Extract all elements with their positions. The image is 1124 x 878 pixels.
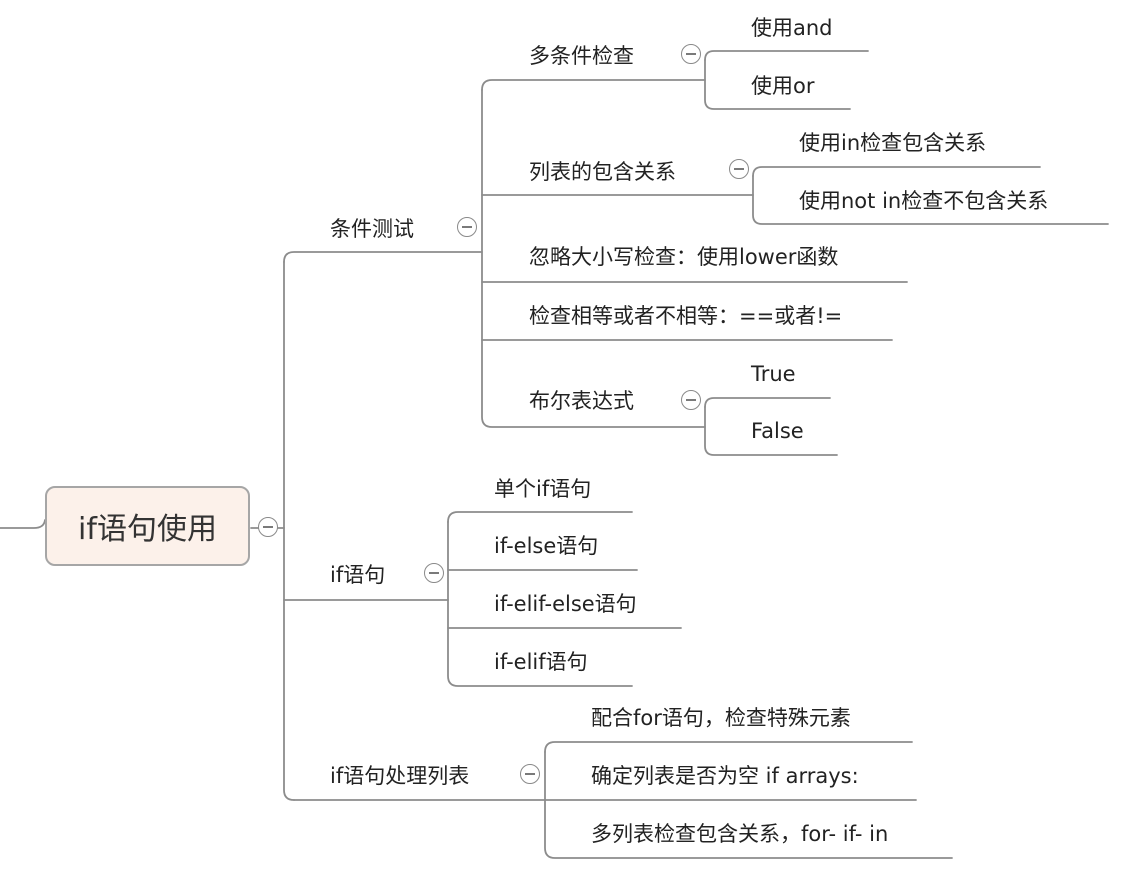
root-topic[interactable]: if语句使用 [45,486,250,566]
topic-if-elif[interactable]: if-elif语句 [494,650,588,674]
topic-use-or[interactable]: 使用or [751,74,815,98]
collapse-if-stmt-icon[interactable] [424,563,444,583]
topic-ignore-case[interactable]: 忽略大小写检查：使用lower函数 [529,245,839,269]
topic-boolean[interactable]: 布尔表达式 [529,389,634,413]
topic-list-contain[interactable]: 列表的包含关系 [529,160,676,184]
topic-single-if[interactable]: 单个if语句 [494,477,592,501]
collapse-list-contain-icon[interactable] [729,159,749,179]
topic-true[interactable]: True [751,362,796,386]
topic-if-else[interactable]: if-else语句 [494,534,599,558]
topic-multi-condition[interactable]: 多条件检查 [529,44,634,68]
collapse-conditions-icon[interactable] [457,217,477,237]
root-topic-label: if语句使用 [78,512,217,547]
collapse-if-list-icon[interactable] [520,764,540,784]
collapse-multi-condition-icon[interactable] [681,44,701,64]
topic-multi-list[interactable]: 多列表检查包含关系，for- if- in [591,822,889,846]
topic-if-stmt[interactable]: if语句 [330,563,386,587]
topic-false[interactable]: False [751,419,804,443]
topic-equality[interactable]: 检查相等或者不相等：==或者!= [529,304,843,328]
topic-for-special[interactable]: 配合for语句，检查特殊元素 [591,706,851,730]
topic-use-in[interactable]: 使用in检查包含关系 [799,131,987,155]
collapse-boolean-icon[interactable] [681,390,701,410]
collapse-root-icon[interactable] [258,517,278,537]
topic-if-elif-else[interactable]: if-elif-else语句 [494,592,637,616]
topic-use-and[interactable]: 使用and [751,16,833,40]
topic-if-list[interactable]: if语句处理列表 [330,764,470,788]
topic-conditions[interactable]: 条件测试 [330,217,414,241]
topic-empty-check[interactable]: 确定列表是否为空 if arrays: [591,764,859,788]
topic-use-not-in[interactable]: 使用not in检查不包含关系 [799,189,1049,213]
